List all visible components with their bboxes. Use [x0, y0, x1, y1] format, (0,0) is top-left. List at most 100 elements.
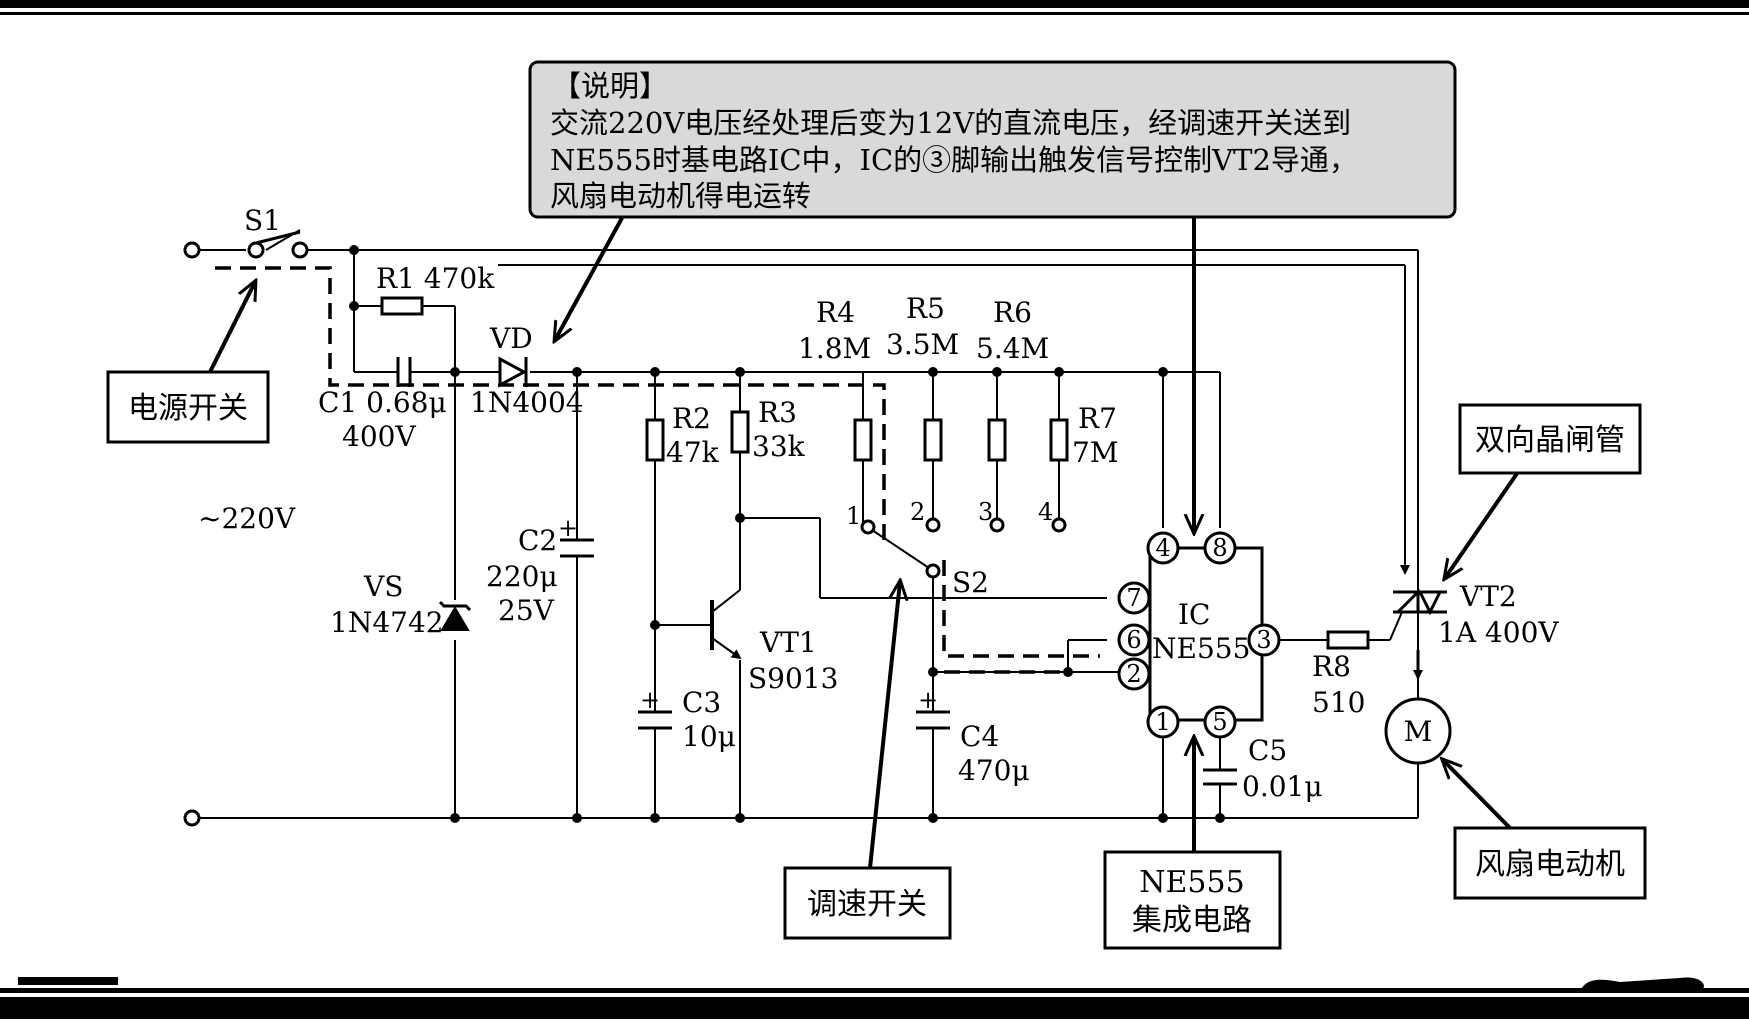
- triac-vt2: [1393, 588, 1447, 680]
- ic-pin-1: 1: [1155, 708, 1170, 736]
- capacitor-c1: [396, 357, 412, 387]
- label-r8-name: R8: [1312, 650, 1351, 683]
- capacitor-c5: [1203, 768, 1237, 786]
- ic-pins: 4 8 7 6 2 3 1 5: [1117, 531, 1281, 739]
- label-c2-name: C2: [518, 524, 557, 557]
- label-r3-val: 33k: [752, 430, 806, 463]
- label-r7-val: 7M: [1072, 436, 1118, 469]
- note-line-1: 交流220V电压经处理后变为12V的直流电压，经调速开关送到: [550, 106, 1351, 140]
- label-vd-name: VD: [489, 322, 533, 355]
- label-c5-val: 0.01μ: [1242, 770, 1323, 803]
- label-r7-name: R7: [1078, 402, 1117, 435]
- note-line-3: 风扇电动机得电运转: [550, 179, 811, 213]
- ic-pin-3: 3: [1256, 626, 1271, 654]
- speed-switch-label: 调速开关: [807, 887, 927, 922]
- label-r4-val: 1.8M: [798, 332, 871, 365]
- fan-motor-label: 风扇电动机: [1475, 847, 1625, 882]
- resistor-r4: [853, 418, 873, 462]
- svg-text:+: +: [640, 686, 660, 714]
- label-r5-name: R5: [906, 292, 945, 325]
- label-c3-val: 10μ: [682, 720, 736, 753]
- ic-pin-4: 4: [1155, 534, 1170, 562]
- capacitor-c2: +: [558, 514, 594, 558]
- capacitor-c4: +: [916, 686, 950, 730]
- ne555-label-line-1: NE555: [1139, 865, 1244, 900]
- label-vt2-name: VT2: [1459, 580, 1517, 613]
- svg-text:+: +: [558, 514, 578, 542]
- label-c4-val: 470μ: [958, 754, 1030, 787]
- label-mains: ~220V: [198, 502, 296, 535]
- resistor-r2: [645, 418, 665, 462]
- zener-vs: [438, 600, 472, 631]
- label-r6-name: R6: [993, 296, 1032, 329]
- ic-pin-2: 2: [1126, 660, 1141, 688]
- circuit-wires: [200, 229, 1419, 819]
- label-switch-pos-4: 4: [1038, 498, 1053, 526]
- callout-speed-switch: 调速开关: [783, 866, 952, 940]
- callout-ne555: NE555 集成电路: [1103, 850, 1282, 950]
- label-r6-val: 5.4M: [976, 332, 1049, 365]
- label-switch-pos-1: 1: [846, 502, 861, 530]
- label-r1: R1 470k: [376, 262, 495, 295]
- fan-motor: M: [1384, 697, 1452, 765]
- label-c2-volt: 25V: [498, 594, 555, 627]
- label-s2: S2: [952, 566, 989, 599]
- junction-dots: [349, 245, 1225, 823]
- label-r8-val: 510: [1312, 686, 1365, 719]
- label-switch-pos-2: 2: [910, 498, 925, 526]
- label-ic-name: IC: [1178, 598, 1210, 631]
- ic-pin-6: 6: [1126, 626, 1141, 654]
- resistor-r7: [1049, 418, 1069, 462]
- callout-triac: 双向晶闸管: [1458, 403, 1642, 475]
- label-r2-name: R2: [672, 402, 711, 435]
- explanation-note: 【说明】 交流220V电压经处理后变为12V的直流电压，经调速开关送到 NE55…: [528, 60, 1457, 219]
- resistor-r8: [1326, 630, 1370, 650]
- label-ic-part: NE555: [1152, 632, 1250, 665]
- label-r2-val: 47k: [666, 436, 720, 469]
- callout-fan-motor: 风扇电动机: [1453, 826, 1647, 900]
- label-switch-pos-3: 3: [978, 498, 993, 526]
- terminals: [183, 809, 201, 827]
- capacitor-c3: +: [638, 686, 672, 730]
- ne555-label-line-2: 集成电路: [1132, 903, 1252, 938]
- label-vt2-rating: 1A 400V: [1438, 616, 1559, 649]
- note-line-2: NE555时基电路IC中，IC的③脚输出触发信号控制VT2导通，: [550, 143, 1358, 177]
- callout-arrows: [208, 217, 1520, 869]
- diode-vd: [498, 356, 528, 388]
- label-vs-name: VS: [363, 570, 403, 603]
- label-c5-name: C5: [1248, 734, 1287, 767]
- switch-s1: [183, 230, 309, 259]
- label-c1-volt: 400V: [342, 420, 416, 453]
- label-r4-name: R4: [816, 296, 855, 329]
- callout-power-switch: 电源开关: [106, 370, 270, 444]
- power-switch-label: 电源开关: [128, 391, 248, 426]
- svg-text:+: +: [918, 686, 938, 714]
- label-c3-name: C3: [682, 686, 721, 719]
- label-r5-val: 3.5M: [886, 328, 959, 361]
- motor-symbol-label: M: [1404, 715, 1433, 748]
- note-heading: 【说明】: [552, 69, 668, 103]
- triac-label: 双向晶闸管: [1475, 423, 1625, 458]
- ic-pin-8: 8: [1212, 534, 1227, 562]
- resistor-r1: [380, 296, 424, 316]
- ic-pin-7: 7: [1126, 584, 1141, 612]
- label-s1: S1: [244, 204, 281, 237]
- label-c4-name: C4: [960, 720, 999, 753]
- label-vt1-name: VT1: [759, 626, 817, 659]
- resistor-r5: [923, 418, 943, 462]
- switch-s2-contacts: [860, 517, 1067, 579]
- resistor-r6: [987, 418, 1007, 462]
- ic-pin-5: 5: [1212, 708, 1227, 736]
- current-path-dashed: [215, 266, 1100, 674]
- component-labels: S1 R1 470k C1 0.68μ 400V VD 1N4004 ~220V…: [198, 204, 1559, 803]
- label-vt1-part: S9013: [748, 662, 838, 695]
- label-c2-cap: 220μ: [486, 560, 558, 593]
- label-c1-name: C1 0.68μ: [318, 386, 447, 419]
- label-vs-part: 1N4742: [330, 606, 444, 639]
- label-r3-name: R3: [758, 396, 797, 429]
- label-vd-part: 1N4004: [470, 386, 584, 419]
- resistor-r3: [730, 410, 750, 454]
